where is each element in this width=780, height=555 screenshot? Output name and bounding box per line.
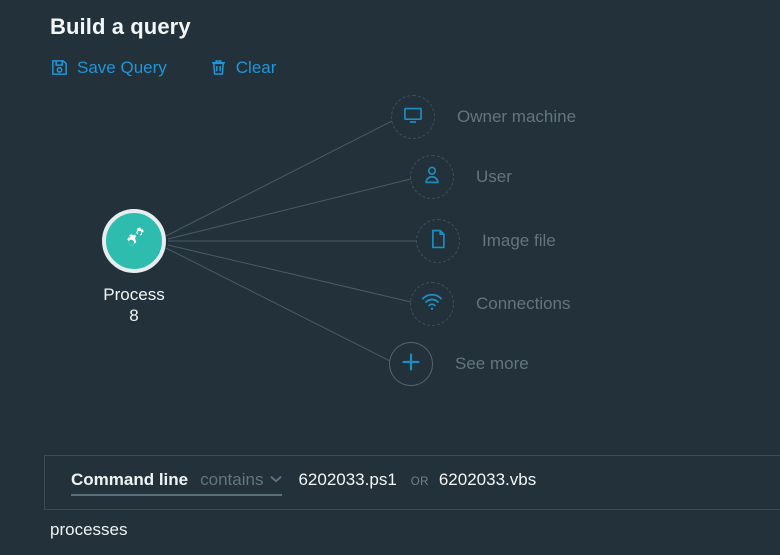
plus-icon	[399, 350, 423, 379]
query-value-1[interactable]: 6202033.ps1	[298, 469, 397, 489]
save-query-button[interactable]: Save Query	[50, 58, 167, 77]
query-conjunction: OR	[410, 475, 429, 488]
save-icon	[50, 58, 69, 77]
clear-label: Clear	[235, 58, 277, 77]
process-name: Process	[103, 285, 165, 304]
page-title: Build a query	[50, 14, 191, 39]
graph-node-connections-label: Connections	[476, 294, 571, 313]
query-field-selector[interactable]: Command line contains	[71, 469, 283, 496]
graph-node-owner-machine-label: Owner machine	[457, 107, 577, 126]
graph-node-see-more[interactable]	[389, 342, 433, 386]
graph-edges	[165, 120, 417, 362]
graph-node-owner-machine[interactable]	[391, 95, 435, 139]
query-actions: Save Query Clear	[50, 58, 318, 77]
graph-node-process-label: Process 8	[103, 284, 164, 326]
query-operator: contains	[200, 469, 264, 489]
query-field-name: Command line	[71, 469, 189, 489]
graph-node-see-more-label: See more	[455, 354, 529, 373]
chevron-down-icon[interactable]	[270, 470, 282, 488]
graph-node-user-label: User	[476, 167, 512, 186]
query-result-noun: processes	[50, 520, 128, 539]
gears-icon	[117, 222, 151, 261]
entity-graph: Process 8 Owner machine User	[0, 88, 780, 418]
graph-node-image-file[interactable]	[416, 219, 460, 263]
graph-node-user[interactable]	[410, 155, 454, 199]
monitor-icon	[402, 104, 424, 131]
save-query-label: Save Query	[77, 58, 167, 77]
query-builder-bar[interactable]: Command line contains 6202033.ps1 OR 620…	[44, 455, 780, 510]
wifi-icon	[420, 290, 444, 319]
graph-node-process[interactable]	[102, 209, 166, 273]
graph-node-image-file-label: Image file	[482, 231, 556, 250]
graph-node-connections[interactable]	[410, 282, 454, 326]
clear-button[interactable]: Clear	[209, 58, 277, 77]
query-expression: Command line contains 6202033.ps1 OR 620…	[45, 470, 536, 496]
query-value-2[interactable]: 6202033.vbs	[438, 469, 537, 489]
file-icon	[427, 228, 449, 255]
user-icon	[421, 164, 443, 191]
trash-icon	[209, 58, 228, 77]
process-count: 8	[129, 306, 139, 325]
